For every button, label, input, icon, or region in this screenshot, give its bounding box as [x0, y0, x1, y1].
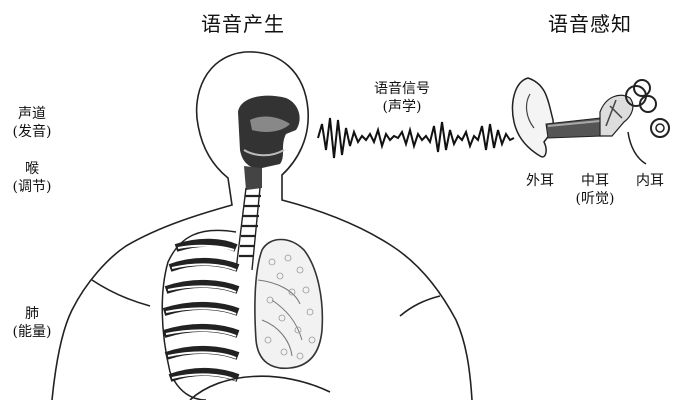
trachea-drawing: [236, 188, 261, 270]
speech-waveform: [318, 118, 514, 158]
ear-drawing: [513, 78, 669, 164]
diaphragm-drawing: [190, 376, 330, 400]
rib-cage-drawing: [162, 230, 238, 400]
lung-drawing: [255, 240, 322, 369]
vocal-tract-drawing: [238, 96, 300, 190]
